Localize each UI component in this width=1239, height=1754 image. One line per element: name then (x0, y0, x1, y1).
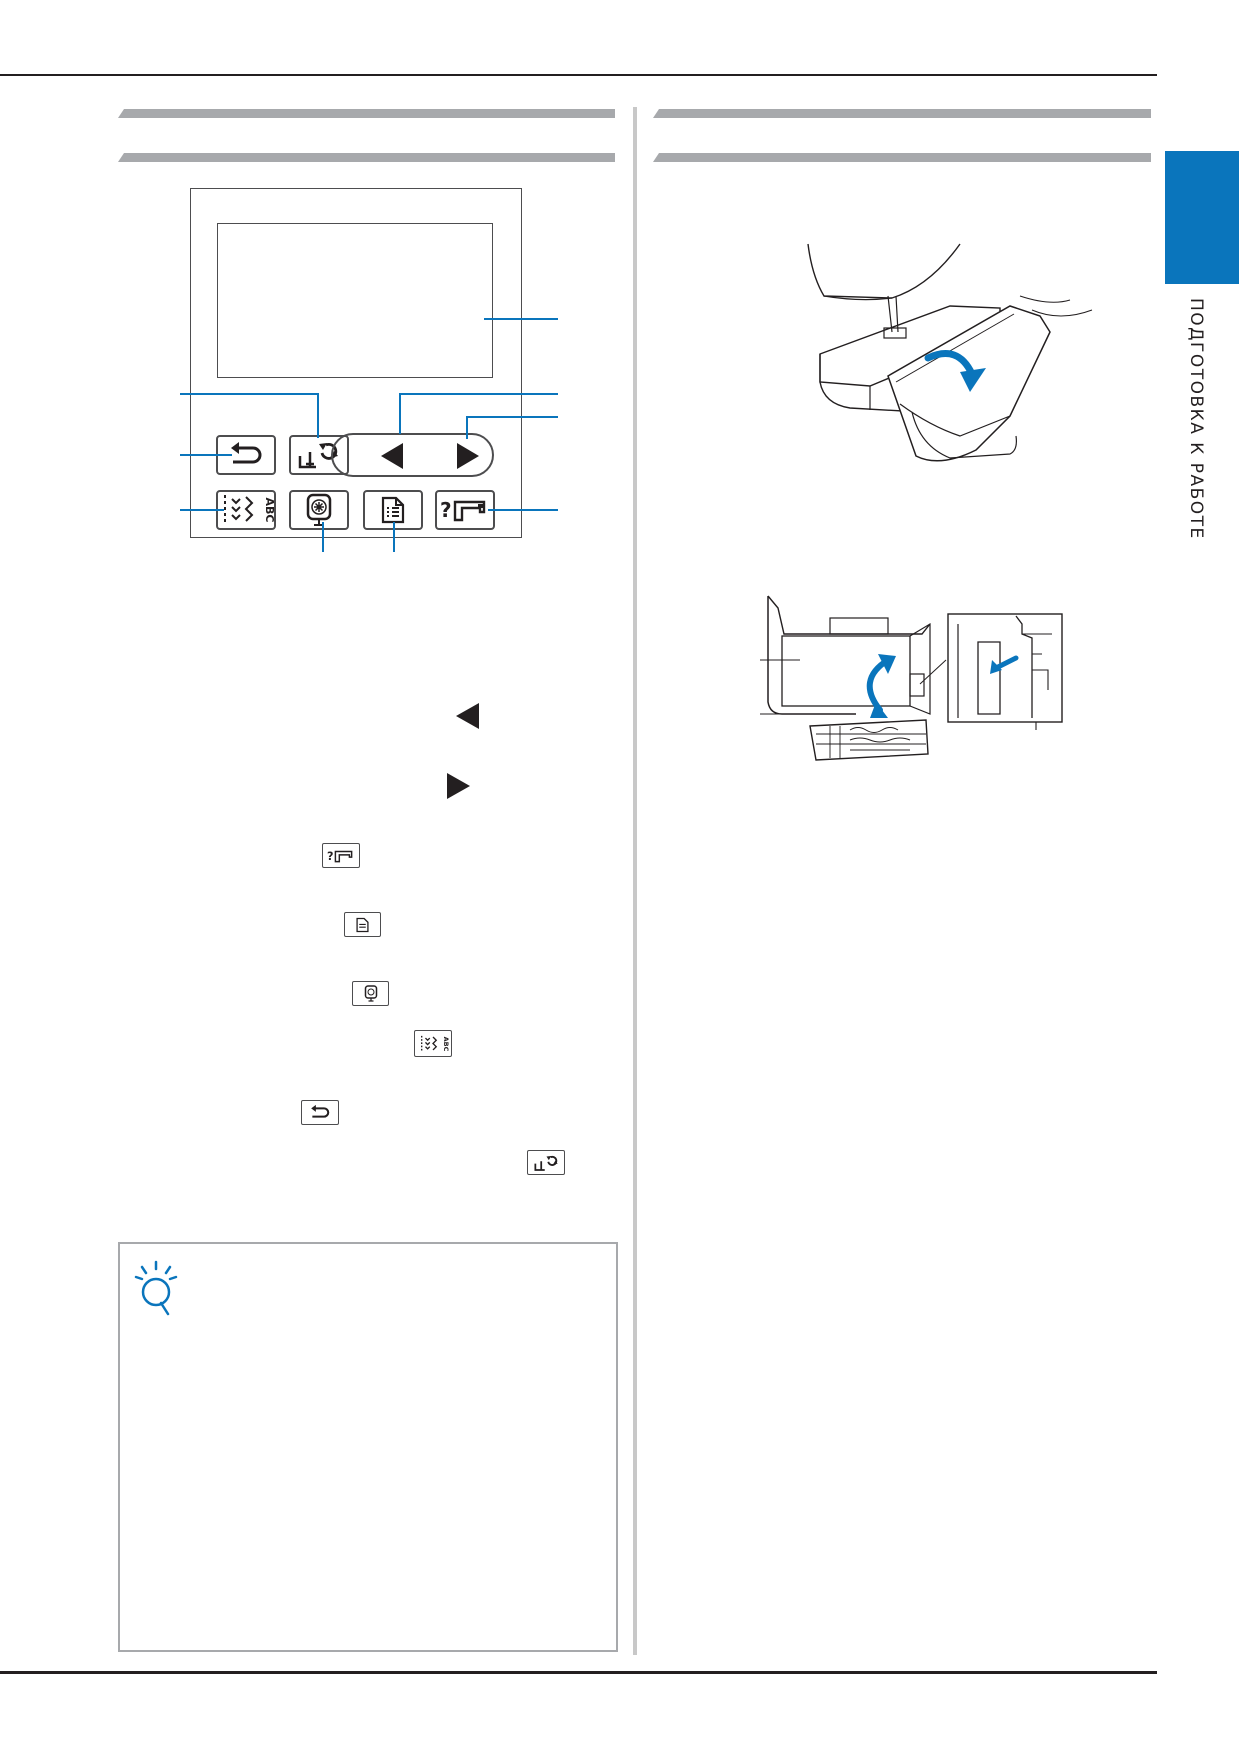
return-arrow-icon (311, 1104, 330, 1118)
flat-bed-attachment-illustration (800, 236, 1100, 488)
callout-leader-left-arrow-drop (399, 393, 401, 434)
arrow-keys-housing (331, 433, 494, 477)
left-section-title-bar (118, 109, 615, 118)
right-arrow-key[interactable] (455, 443, 479, 469)
triangle-right-icon (447, 773, 470, 799)
svg-text:?: ? (440, 498, 452, 522)
left-arrow-key[interactable] (381, 443, 405, 469)
callout-leader-left-arrow (400, 393, 558, 395)
accessory-storage-icon (760, 595, 1063, 761)
document-list-icon (356, 917, 369, 932)
utility-character-stitch-key[interactable]: ABC (216, 490, 276, 530)
return-arrow-icon (231, 442, 262, 464)
desc-icon-help: ? (322, 843, 360, 868)
foot-cycle-icon (533, 1155, 558, 1171)
lcd-screen[interactable] (217, 223, 493, 378)
embroidery-hoop-icon (306, 493, 332, 526)
operation-panel (190, 188, 522, 538)
chapter-tab[interactable] (1165, 151, 1239, 284)
callout-leader-back-key (180, 454, 232, 456)
chapter-tab-label: ПОДГОТОВКА К РАБОТЕ (1186, 298, 1206, 540)
note-lightbulb (134, 1260, 178, 1316)
accessory-storage-illustration (760, 594, 1064, 764)
open-flat-bed-attachment-icon (807, 243, 1093, 462)
stitch-abc-icon: ABC (224, 495, 276, 525)
desc-icon-settings (344, 912, 381, 937)
desc-icon-right (447, 773, 470, 799)
machine-help-icon: ? (327, 849, 353, 862)
svg-text:?: ? (327, 849, 334, 862)
callout-leader-foot-key-drop (317, 393, 319, 438)
callout-leader-right-arrow-drop (466, 416, 468, 439)
document-list-icon (381, 496, 405, 524)
desc-icon-back (301, 1100, 339, 1125)
callout-leader-settings-key (393, 522, 395, 552)
sewing-machine-help-key[interactable]: ? (435, 490, 495, 530)
left-subsection-title-bar (118, 153, 615, 162)
embroidery-hoop-icon (364, 985, 377, 1002)
top-rule (0, 74, 1157, 76)
callout-leader-lcd (484, 318, 558, 320)
desc-icon-foot (527, 1150, 565, 1175)
svg-text:ABC: ABC (442, 1036, 450, 1051)
triangle-left-icon (456, 703, 479, 729)
triangle-right-icon (457, 443, 479, 469)
svg-text:ABC: ABC (263, 498, 276, 523)
right-section-title-bar (653, 109, 1151, 118)
lightbulb-icon (134, 1260, 178, 1316)
callout-leader-foot-key (180, 393, 318, 395)
embroidery-key[interactable] (289, 490, 349, 530)
column-divider (633, 107, 637, 1655)
desc-icon-stitch: ABC (414, 1030, 452, 1057)
callout-leader-help-key (488, 509, 558, 511)
callout-leader-embroidery-key (322, 522, 324, 552)
bottom-rule (0, 1671, 1157, 1674)
desc-icon-left (456, 703, 479, 729)
triangle-left-icon (381, 443, 403, 469)
note-box (118, 1242, 618, 1652)
callout-leader-right-arrow (466, 416, 558, 418)
callout-leader-stitch-key (180, 509, 224, 511)
stitch-abc-icon: ABC (421, 1035, 450, 1052)
right-subsection-title-bar (653, 153, 1151, 162)
desc-icon-embroidery (352, 981, 389, 1006)
machine-help-icon: ? (440, 498, 486, 522)
